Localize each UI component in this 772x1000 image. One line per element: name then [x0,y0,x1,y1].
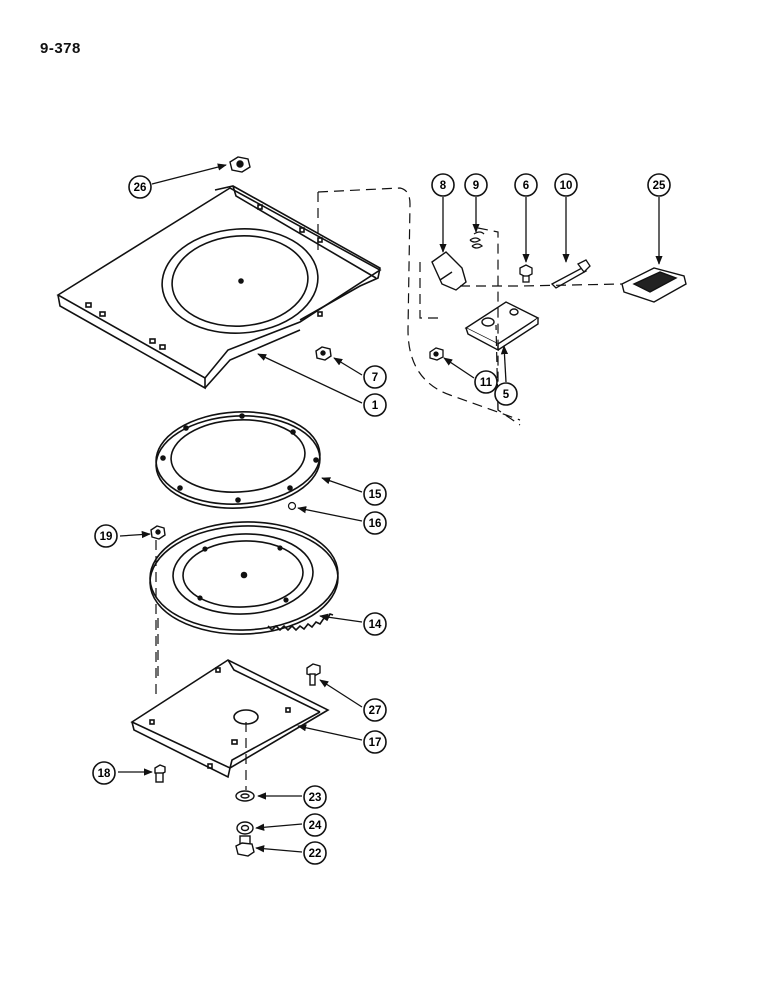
callout-26-label: 26 [134,182,147,194]
upper-mounting-plate [56,185,382,390]
callout-18-label: 18 [98,768,111,780]
gasket-ring-15 [155,411,321,509]
hex-nut-11 [429,347,444,361]
callout-15-label: 15 [369,489,382,501]
callout-17-label: 17 [369,737,382,749]
callout-8-label: 8 [440,180,447,192]
callout-11-label: 11 [480,377,493,389]
callout-10: 10 [554,173,578,197]
callout-14: 14 [363,612,387,636]
latch-lever-8 [431,251,467,291]
callout-7: 7 [363,365,387,389]
hex-nut-26 [229,156,251,173]
latch-bracket-5 [464,301,540,352]
leader-arrows [118,163,663,853]
callout-6: 6 [514,173,538,197]
callout-22-label: 25 [653,180,666,192]
bolt-27 [306,663,321,686]
callout-16-label: 16 [369,518,382,530]
callout-27-label: 27 [369,705,382,717]
callout-24: 23 [303,785,327,809]
ball-16 [287,501,297,511]
handle-knob-22 [621,267,687,303]
bolt-6 [519,264,533,283]
callout-22: 25 [647,173,671,197]
bolt-10 [550,259,591,289]
callout-26: 26 [128,175,152,199]
callout-6-label: 6 [523,180,529,192]
callout-25: 24 [303,813,327,837]
callout-9-label: 9 [473,180,479,192]
callout-23-label: 22 [309,848,322,860]
callout-7-label: 7 [372,372,378,384]
callout-1-label: 1 [372,400,379,412]
assembly-dashed-lines [155,187,623,790]
callout-16: 16 [363,511,387,535]
swivel-gear-ring-14 [149,521,339,635]
pivot-bolt-23 [235,835,255,857]
callout-27: 27 [363,698,387,722]
hex-nut-7 [315,346,332,361]
callout-8: 8 [431,173,455,197]
lower-base-plate-17 [130,659,330,779]
bolt-18 [154,764,166,783]
callout-24-label: 23 [309,792,322,804]
callout-19-label: 19 [100,531,113,543]
callout-1: 1 [363,393,387,417]
washer-24 [235,790,255,802]
callout-15: 15 [363,482,387,506]
callout-14-label: 14 [369,619,382,631]
callout-9: 9 [464,173,488,197]
callout-11: 11 [474,370,498,394]
callout-10-label: 10 [560,180,573,192]
callout-17: 17 [363,730,387,754]
callout-25-label: 24 [309,820,322,832]
page-number: 9-378 [40,40,81,57]
torsion-spring-9 [469,231,485,249]
callout-23: 22 [303,841,327,865]
callout-19: 19 [94,524,118,548]
washer-25 [236,821,254,835]
callout-18: 18 [92,761,116,785]
hex-nut-19 [150,525,166,540]
callout-5: 5 [494,382,518,406]
callouts: 26 7 1 15 16 19 14 27 [92,173,671,865]
callout-5-label: 5 [503,389,510,401]
